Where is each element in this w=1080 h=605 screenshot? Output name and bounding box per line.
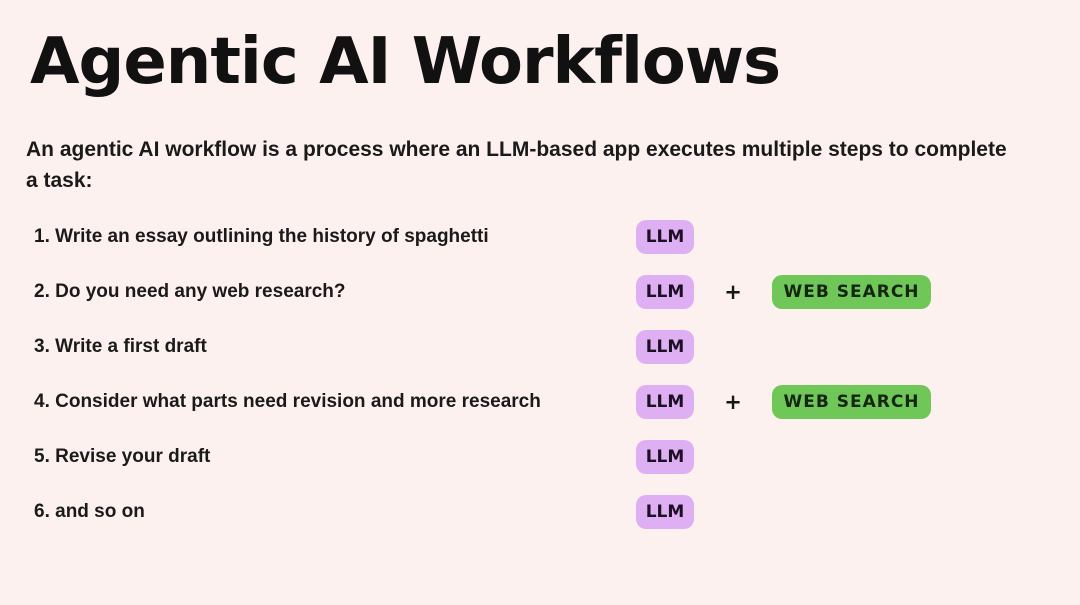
page-subtitle: An agentic AI workflow is a process wher…: [26, 138, 1007, 192]
page-title: Agentic AI Workflows: [30, 25, 781, 99]
step-text: 3. Write a first draft: [34, 335, 207, 357]
plus-sign: +: [724, 279, 742, 304]
workflow-step-row-2: 2. Do you need any web research? LLM + W…: [0, 264, 1080, 319]
web-search-badge: WEB SEARCH: [772, 384, 931, 419]
workflow-step-row-1: 1. Write an essay outlining the history …: [0, 209, 1080, 264]
workflow-step-row-4: 4. Consider what parts need revision and…: [0, 374, 1080, 429]
web-search-badge: WEB SEARCH: [772, 274, 931, 309]
workflow-steps-list: 1. Write an essay outlining the history …: [0, 209, 1080, 539]
step-text: 1. Write an essay outlining the history …: [34, 225, 489, 247]
workflow-step-row-5: 5. Revise your draft LLM: [0, 429, 1080, 484]
step-text: 4. Consider what parts need revision and…: [34, 390, 541, 412]
step-text: 5. Revise your draft: [34, 445, 211, 467]
llm-badge: LLM: [636, 274, 694, 309]
plus-sign: +: [724, 389, 742, 414]
llm-badge: LLM: [636, 494, 694, 529]
workflow-step-row-3: 3. Write a first draft LLM: [0, 319, 1080, 374]
llm-badge: LLM: [636, 439, 694, 474]
workflow-step-row-6: 6. and so on LLM: [0, 484, 1080, 539]
llm-badge: LLM: [636, 219, 694, 254]
step-text: 6. and so on: [34, 500, 145, 522]
llm-badge: LLM: [636, 329, 694, 364]
llm-badge: LLM: [636, 384, 694, 419]
step-text: 2. Do you need any web research?: [34, 280, 346, 302]
